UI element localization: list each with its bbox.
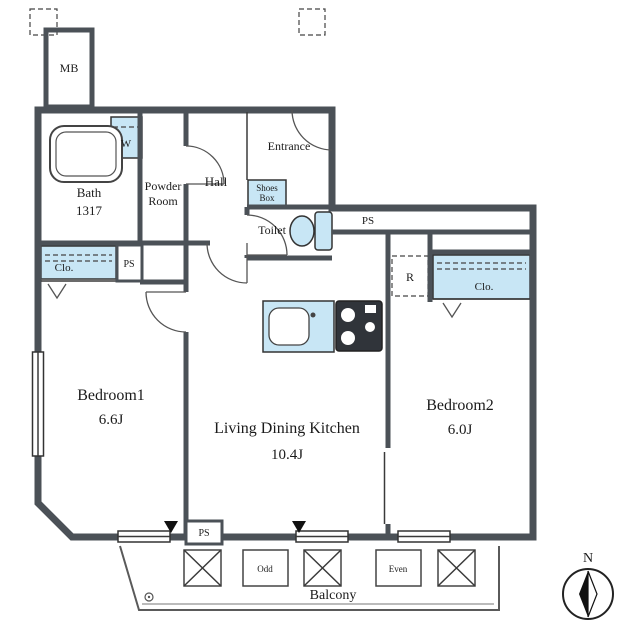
compass-needle-light [587,570,598,618]
compass-needle-dark [579,571,588,617]
ps-left-label: PS [123,259,134,270]
windows [31,351,451,543]
dashed-box-top-right [298,8,326,36]
toilet-label: Toilet [258,223,286,237]
shoes-box-label-1: Shoes [256,183,278,193]
ps-top-label: PS [362,215,374,227]
balcony-outline [119,545,500,611]
door-swings [47,109,462,333]
pipe-space-bottom [184,519,224,546]
outer-walls [34,106,537,541]
powder-room-label-2: Room [148,194,178,208]
balcony [119,545,500,611]
closet-right-label: Clo. [475,281,494,293]
closet-left-label: Clo. [55,262,74,274]
hall-door-arc [206,242,248,284]
bath-size-label: 1317 [76,203,103,218]
shoes-box [247,179,287,208]
balcony-hatch-boxes [183,549,476,587]
toilet-door-arc [246,214,288,256]
bedroom2-size-label: 6.0J [448,422,473,438]
closet-left-door-mark [47,283,67,300]
thin-lines [41,112,530,524]
even-label: Even [389,564,408,574]
closet-left-area [40,245,117,280]
ldk-label: Living Dining Kitchen [214,420,360,437]
compass [562,568,614,620]
ps-bottom-label: PS [198,528,209,539]
balcony-label: Balcony [310,588,357,603]
closet-right-door-mark [442,302,462,319]
interior-walls [38,110,533,537]
bedroom1-door-arc [145,291,187,333]
compass-n-label: N [583,551,593,566]
shoes-box-label-2: Box [259,193,275,203]
pipe-space-left [115,243,144,283]
closet-dashes [45,126,526,270]
mb-label: MB [60,61,79,75]
washer-label: W [121,138,132,150]
even-box [375,549,422,587]
triangle-marker-left [164,521,178,533]
entrance-label: Entrance [268,139,311,153]
ldk-size-label: 10.4J [271,447,303,463]
bedroom1-size-label: 6.6J [99,412,124,428]
odd-box [242,549,289,587]
bedroom1-label: Bedroom1 [77,387,145,404]
entrance-door-arc [291,109,333,151]
toilet-bowl-icon [289,215,315,247]
bedroom2-label: Bedroom2 [426,397,494,414]
bathtub-icon [49,125,123,183]
hall-label: Hall [205,174,228,189]
bath-label: Bath [77,185,102,200]
stove-icon [335,300,383,352]
fridge-label: R [406,270,414,284]
triangle-marker-right [292,521,306,533]
toilet-tank-icon [314,211,333,251]
powder-room-label-1: Powder [145,179,182,193]
powder-door-arc [185,145,225,185]
odd-label: Odd [257,564,273,574]
sink-icon [268,307,316,346]
